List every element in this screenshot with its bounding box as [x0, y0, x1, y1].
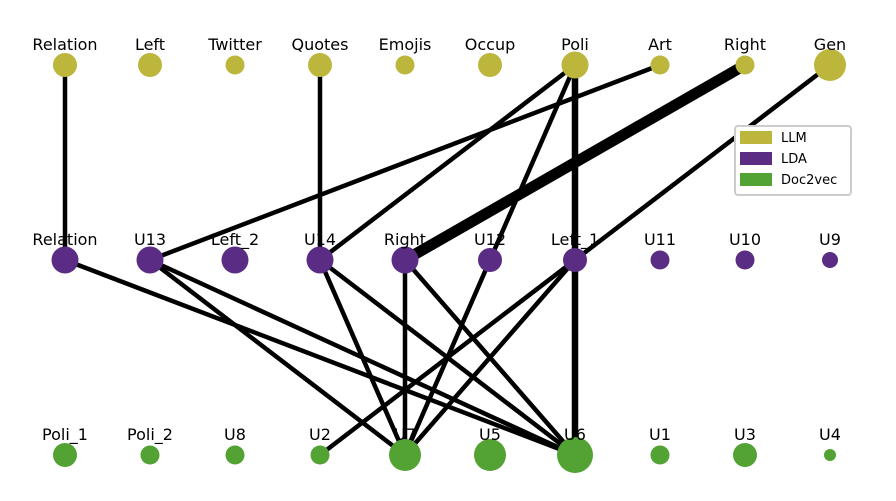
- edge-llm-right-to-lda-right: [399, 59, 751, 266]
- edges-layer: [62, 59, 833, 459]
- d2v-u7-label: U7: [394, 425, 416, 444]
- d2v-poli1-node: [53, 443, 77, 467]
- edge-lda-u13-to-d2v-u7: [147, 257, 408, 458]
- lda-u14-node: [306, 246, 334, 274]
- llm-poli-label: Poli: [561, 35, 589, 54]
- edge-lda-u14-to-d2v-u7: [317, 257, 408, 458]
- legend: LLM LDA Doc2vec: [734, 125, 852, 196]
- nodes-layer: [51, 49, 846, 473]
- llm-poli-node: [561, 51, 589, 79]
- lda-u13-label: U13: [134, 230, 166, 249]
- d2v-u8-node: [225, 445, 245, 465]
- lda-left2-label: Left_2: [211, 230, 259, 250]
- lda-u11-node: [650, 250, 670, 270]
- llm-occup-node: [478, 53, 502, 77]
- llm-twitter-label: Twitter: [207, 35, 262, 54]
- legend-label-doc2vec: Doc2vec: [781, 173, 837, 188]
- d2v-u4-label: U4: [819, 425, 841, 444]
- llm-relation-label: Relation: [32, 35, 97, 54]
- legend-swatch-llm: [740, 131, 772, 144]
- d2v-u2-label: U2: [309, 425, 331, 444]
- lda-u9-node: [822, 252, 838, 268]
- lda-relation-node: [51, 246, 79, 274]
- lda-left2-node: [221, 246, 249, 274]
- edge-lda-u14-to-d2v-u6: [317, 257, 578, 458]
- llm-gen-label: Gen: [814, 35, 846, 54]
- lda-left1-label: Left_1: [551, 230, 599, 250]
- d2v-u2-node: [310, 445, 330, 465]
- llm-right-label: Right: [724, 35, 766, 54]
- lda-relation-label: Relation: [32, 230, 97, 249]
- llm-gen-node: [814, 49, 846, 81]
- legend-label-lda: LDA: [781, 152, 807, 167]
- d2v-u1-node: [650, 445, 670, 465]
- lda-u10-label: U10: [729, 230, 761, 249]
- d2v-u5-node: [474, 439, 506, 471]
- lda-u13-node: [136, 246, 164, 274]
- legend-swatch-lda: [740, 152, 772, 165]
- llm-quotes-label: Quotes: [292, 35, 349, 54]
- lda-left1-node: [563, 248, 587, 272]
- d2v-poli1-label: Poli_1: [42, 425, 88, 445]
- d2v-u3-label: U3: [734, 425, 756, 444]
- legend-swatch-doc2vec: [740, 173, 772, 186]
- lda-u12-label: U12: [474, 230, 506, 249]
- lda-u9-label: U9: [819, 230, 841, 249]
- d2v-u4-node: [824, 449, 836, 461]
- llm-emojis-node: [395, 55, 415, 75]
- d2v-u8-label: U8: [224, 425, 246, 444]
- llm-right-node: [735, 55, 755, 75]
- lda-u11-label: U11: [644, 230, 676, 249]
- d2v-u6-label: U6: [564, 425, 586, 444]
- d2v-u6-node: [557, 437, 593, 473]
- llm-twitter-node: [225, 55, 245, 75]
- d2v-poli2-label: Poli_2: [127, 425, 173, 445]
- lda-right-label: Right: [384, 230, 426, 249]
- edge-lda-left1-to-d2v-u7: [402, 257, 578, 458]
- lda-u14-label: U14: [304, 230, 336, 249]
- llm-relation-node: [53, 53, 77, 77]
- edge-llm-poli-to-lda-u14: [317, 62, 578, 263]
- llm-occup-label: Occup: [465, 35, 515, 54]
- llm-left-label: Left: [135, 35, 165, 54]
- lda-right-node: [391, 246, 419, 274]
- llm-art-label: Art: [648, 35, 672, 54]
- d2v-u1-label: U1: [649, 425, 671, 444]
- d2v-u5-label: U5: [479, 425, 501, 444]
- d2v-poli2-node: [140, 445, 160, 465]
- lda-u12-node: [478, 248, 502, 272]
- llm-quotes-node: [308, 53, 332, 77]
- llm-art-node: [650, 55, 670, 75]
- edge-llm-art-to-lda-u13: [147, 62, 663, 263]
- llm-emojis-label: Emojis: [379, 35, 432, 54]
- edge-lda-relation-to-d2v-u6: [62, 257, 578, 458]
- d2v-u3-node: [733, 443, 757, 467]
- llm-left-node: [138, 53, 162, 77]
- lda-u10-node: [735, 250, 755, 270]
- legend-label-llm: LLM: [781, 131, 807, 146]
- d2v-u7-node: [389, 439, 421, 471]
